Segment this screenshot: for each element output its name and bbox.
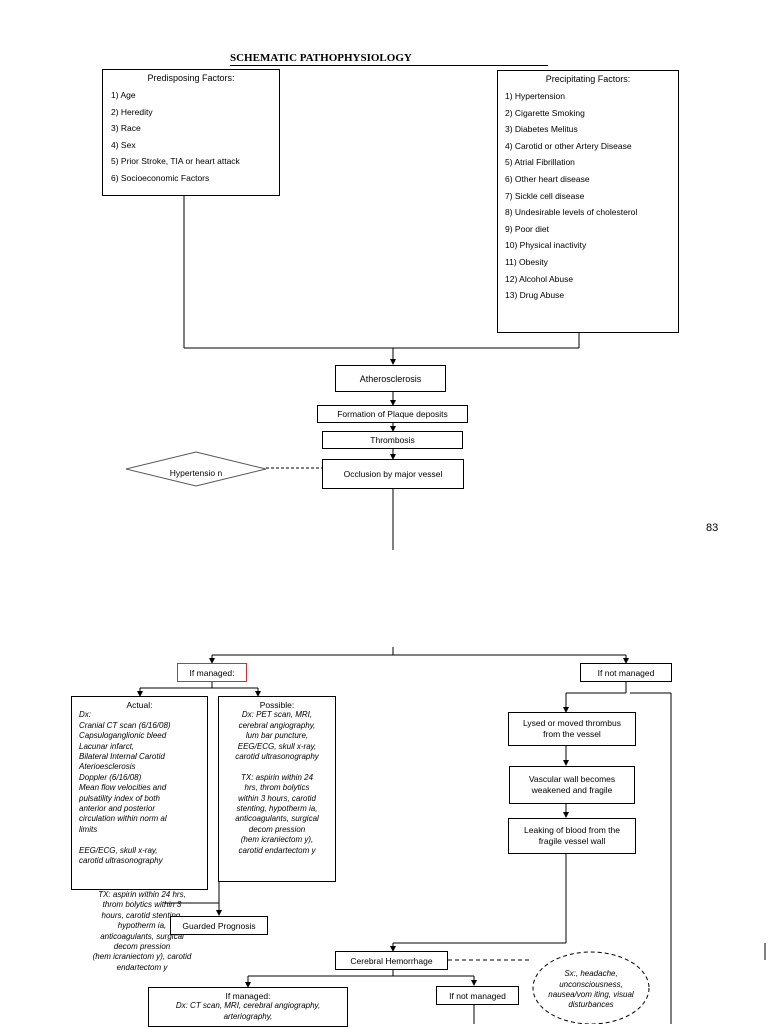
precipitating-item: 6) Other heart disease	[505, 173, 590, 184]
if-not-managed-bottom-box: If not managed	[436, 986, 519, 1005]
page-title: SCHEMATIC PATHOPHYSIOLOGY	[230, 52, 548, 66]
predisposing-item: 3) Race	[111, 123, 141, 134]
actual-line: limits	[79, 824, 98, 834]
leaking-blood-box: Leaking of blood from the fragile vessel…	[508, 818, 636, 854]
actual-line: anterior and posterior	[79, 804, 156, 814]
hypertension-diamond	[125, 451, 267, 487]
occlusion-box: Occlusion by major vessel	[322, 459, 464, 489]
predisposing-item: 2) Heredity	[111, 106, 153, 117]
possible-line	[223, 762, 331, 772]
treatment-text: TX: aspirin within 24 hrs, throm bolytic…	[78, 890, 206, 973]
precipitating-item: 4) Carotid or other Artery Disease	[505, 140, 632, 151]
if-managed-box: If managed:	[177, 663, 247, 682]
possible-line: cerebral angiography,	[238, 720, 316, 730]
precipitating-list: 1) Hypertension 2) Cigarette Smoking 3) …	[505, 88, 671, 304]
treatment-line: decom pression	[113, 942, 171, 952]
predisposing-item: 4) Sex	[111, 139, 136, 150]
possible-details: Dx: PET scan, MRI, cerebral angiography,…	[223, 710, 331, 856]
possible-line: stenting, hypotherm ia,	[236, 804, 318, 814]
possible-line: (hem icraniectom y),	[240, 835, 314, 845]
actual-box: Actual: Dx: Cranial CT scan (6/16/08) Ca…	[71, 696, 208, 890]
predisposing-item: 5) Prior Stroke, TIA or heart attack	[111, 156, 240, 167]
plaque-formation-box: Formation of Plaque deposits	[317, 405, 468, 423]
treatment-line: endartectom y	[116, 962, 168, 972]
actual-line: circulation within norm al	[79, 814, 167, 824]
symptoms-ellipse	[532, 951, 650, 1024]
predisposing-heading: Predisposing Factors:	[147, 73, 235, 83]
precipitating-factors-box: Precipitating Factors: 1) Hypertension 2…	[497, 70, 679, 333]
actual-line: Dx:	[79, 710, 91, 720]
if-managed-bottom-line: Dx: CT scan, MRI, cerebral angiography,	[175, 1001, 321, 1011]
possible-line: TX: aspirin within 24	[240, 772, 314, 782]
guarded-prognosis-box: Guarded Prognosis	[170, 916, 268, 935]
precipitating-item: 12) Alcohol Abuse	[505, 273, 574, 284]
possible-line: EEG/ECG, skull x-ray,	[237, 741, 317, 751]
actual-heading: Actual:	[126, 700, 153, 710]
precipitating-item: 3) Diabetes Melitus	[505, 124, 578, 135]
possible-box: Possible: Dx: PET scan, MRI, cerebral an…	[218, 696, 336, 882]
treatment-line: hypotherm ia,	[117, 921, 167, 931]
actual-line: Doppler (6/16/08)	[79, 772, 142, 782]
treatment-line: hours, carotid stenting,	[101, 910, 183, 920]
actual-line: EEG/ECG, skull x-ray,	[79, 845, 158, 855]
precipitating-item: 10) Physical inactivity	[505, 240, 587, 251]
actual-line: carotid ultrasonography	[79, 856, 163, 866]
predisposing-item: 6) Socioeconomic Factors	[111, 172, 210, 183]
possible-line: anticoagulants, surgical	[235, 814, 319, 824]
if-not-managed-box: If not managed	[580, 663, 672, 682]
actual-details: Dx: Cranial CT scan (6/16/08) Capsulogan…	[79, 710, 200, 866]
precipitating-item: 8) Undesirable levels of cholesterol	[505, 207, 638, 218]
precipitating-heading: Precipitating Factors:	[545, 74, 631, 84]
possible-line: lum bar puncture,	[245, 731, 309, 741]
possible-line: Dx: PET scan, MRI,	[241, 710, 313, 720]
actual-line: Mean flow velocities and	[79, 783, 167, 793]
possible-heading: Possible:	[259, 700, 295, 710]
treatment-line: (hem icraniectom y), carotid	[92, 952, 192, 962]
precipitating-item: 7) Sickle cell disease	[505, 190, 585, 201]
if-managed-bottom-line: arteriography,	[223, 1011, 273, 1021]
if-managed-bottom-heading: If managed:	[225, 991, 271, 1001]
hypertension-label: Hypertensio n	[169, 467, 223, 478]
lysed-thrombus-box: Lysed or moved thrombus from the vessel	[508, 712, 636, 746]
atherosclerosis-box: Atherosclerosis	[335, 365, 446, 392]
vascular-wall-box: Vascular wall becomes weakened and fragi…	[509, 766, 635, 804]
actual-line: Cranial CT scan (6/16/08)	[79, 720, 171, 730]
treatment-line: anticoagulants, surgical	[100, 931, 184, 941]
treatment-line: throm bolytics within 3	[102, 900, 182, 910]
precipitating-item: 13) Drug Abuse	[505, 290, 565, 301]
predisposing-factors-box: Predisposing Factors: 1) Age 2) Heredity…	[102, 69, 280, 196]
symptoms-text: Sx:, headache, unconsciousness, nausea/v…	[548, 969, 634, 1010]
actual-line: Bilateral Internal Carotid	[79, 752, 165, 762]
predisposing-item: 1) Age	[111, 90, 136, 100]
precipitating-item: 1) Hypertension	[505, 91, 566, 101]
actual-line: pulsatility index of both	[79, 793, 160, 803]
thrombosis-box: Thrombosis	[322, 431, 463, 449]
actual-line: Aterioesclerosis	[79, 762, 136, 772]
cerebral-hemorrhage-box: Cerebral Hemorrhage	[335, 951, 448, 970]
page-number: 83	[706, 522, 719, 534]
precipitating-item: 2) Cigarette Smoking	[505, 107, 585, 118]
if-managed-bottom-box: If managed: Dx: CT scan, MRI, cerebral a…	[148, 987, 348, 1027]
possible-line: carotid endartectom y	[238, 845, 316, 855]
precipitating-item: 9) Poor diet	[505, 223, 549, 234]
possible-line: carotid ultrasonography	[235, 752, 319, 762]
precipitating-item: 11) Obesity	[505, 256, 548, 267]
actual-line: Lacunar infarct,	[79, 741, 135, 751]
actual-line	[79, 835, 200, 845]
possible-line: hrs, throm bolytics	[244, 783, 310, 793]
precipitating-item: 5) Atrial Fibrillation	[505, 157, 575, 168]
possible-line: within 3 hours, carotid	[238, 793, 316, 803]
actual-line: Capsuloganglionic bleed	[79, 731, 167, 741]
possible-line: decom pression	[248, 824, 306, 834]
treatment-line: TX: aspirin within 24 hrs,	[98, 890, 186, 899]
predisposing-list: 1) Age 2) Heredity 3) Race 4) Sex 5) Pri…	[111, 87, 271, 187]
